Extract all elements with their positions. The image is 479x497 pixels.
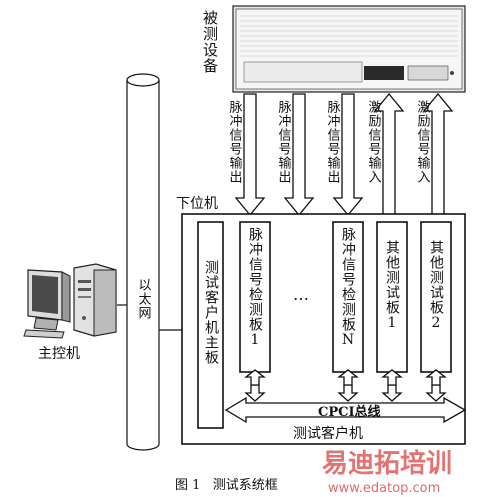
output-label-3: 脉冲信号输出 [325,100,341,184]
ethernet-cylinder [126,73,160,451]
output-label-1: 脉冲信号输出 [227,100,243,184]
board-pulse-n-label: 脉冲信号检测板N [340,227,356,349]
output-arrow-1 [234,93,266,217]
output-arrow-2 [283,93,315,217]
board-ellipsis: … [293,285,309,304]
watermark-url: www.edatop.com [328,481,440,496]
bus-label: CPCI总线 [318,404,381,420]
mainboard-label: 测试客户机主板 [203,260,219,365]
mainboard-box [197,221,224,429]
board-bus-connectors [244,369,447,402]
device-label: 被测设备 [201,10,219,74]
board-other-2-label: 其他测试板2 [428,240,444,332]
host-label: 主控机 [38,346,80,362]
input-arrow-1 [373,92,405,216]
input-arrow-2 [422,92,454,216]
output-arrow-3 [332,93,364,217]
watermark-title: 易迪拓培训 [322,449,452,479]
board-other-2 [420,221,452,373]
board-pulse-1 [239,221,271,373]
input-label-2: 激励信号输入 [415,100,431,184]
device-under-test [232,5,466,93]
client-label: 测试客户机 [293,425,363,442]
board-pulse-n [332,221,364,373]
cpci-bus-arrow [224,396,467,424]
network-label: 以太网 [136,278,152,320]
board-other-1-label: 其他测试板1 [384,240,400,332]
host-computer-icon [23,263,117,339]
input-label-1: 激励信号输入 [366,100,382,184]
lower-machine-label: 下位机 [176,196,218,212]
figure-caption: 图 1 测试系统框 [175,478,278,493]
output-label-2: 脉冲信号输出 [276,100,292,184]
board-pulse-1-label: 脉冲信号检测板1 [247,227,263,349]
